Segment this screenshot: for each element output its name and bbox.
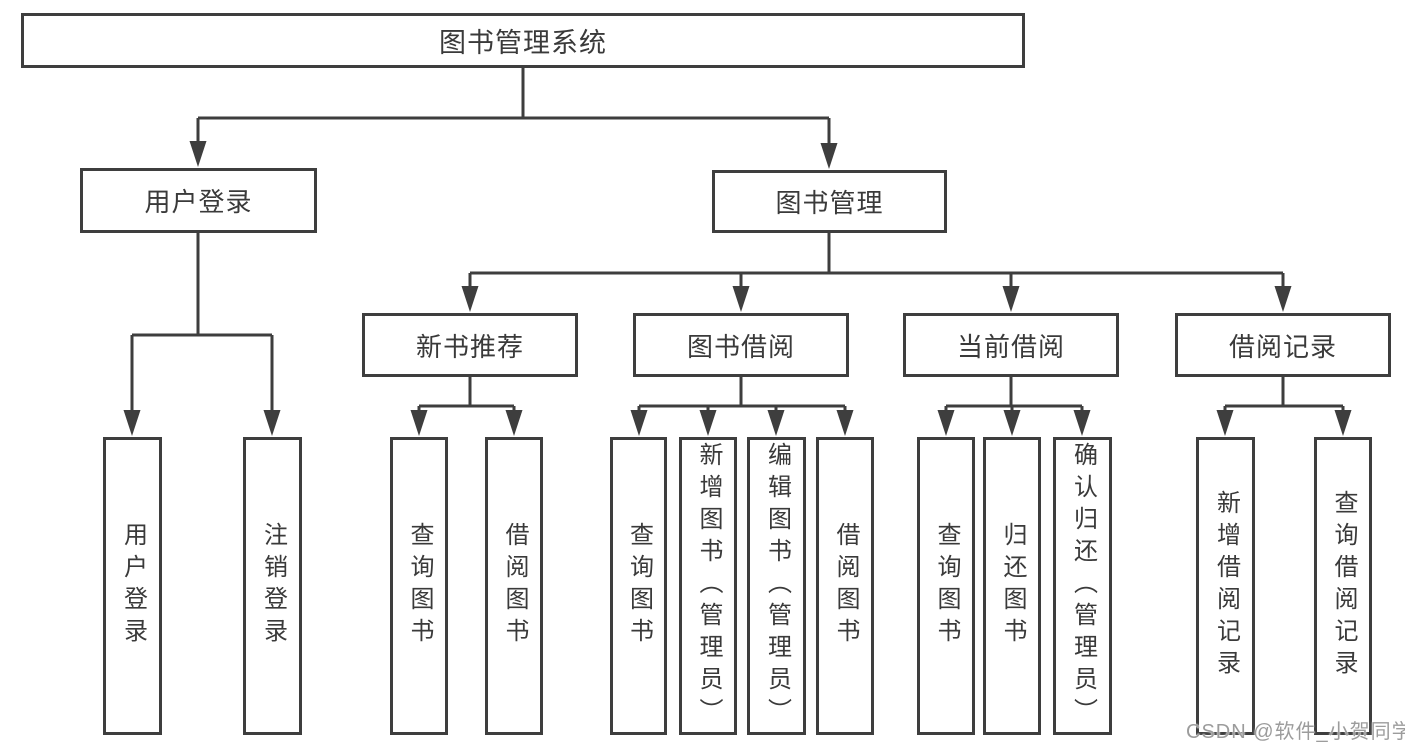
leaf-borrow-books-recommend: 借阅图书 [485,437,543,735]
leaf-user-login: 用户登录 [103,437,162,735]
leaf-add-borrow-record: 新增借阅记录 [1196,437,1255,735]
leaf-return-books: 归还图书 [983,437,1041,735]
leaf-edit-books-admin: 编辑图书（管理员） [747,437,806,735]
csdn-watermark: CSDN @软件_小贺同学 [1186,721,1405,743]
leaf-add-books-admin: 新增图书（管理员） [679,437,737,735]
node-current-borrowing: 当前借阅 [903,313,1119,377]
node-library-management-system: 图书管理系统 [21,13,1025,68]
node-borrowing-records: 借阅记录 [1175,313,1391,377]
leaf-borrow-books-borrow: 借阅图书 [816,437,874,735]
node-book-management: 图书管理 [712,170,947,233]
node-user-login: 用户登录 [80,168,317,233]
node-book-borrowing: 图书借阅 [633,313,849,377]
leaf-confirm-return-admin: 确认归还（管理员） [1053,437,1112,735]
leaf-query-borrow-record: 查询借阅记录 [1314,437,1372,735]
leaf-query-books-borrow: 查询图书 [610,437,667,735]
leaf-logout-login: 注销登录 [243,437,302,735]
leaf-query-books-current: 查询图书 [917,437,975,735]
leaf-query-books-recommend: 查询图书 [390,437,448,735]
node-new-book-recommend: 新书推荐 [362,313,578,377]
